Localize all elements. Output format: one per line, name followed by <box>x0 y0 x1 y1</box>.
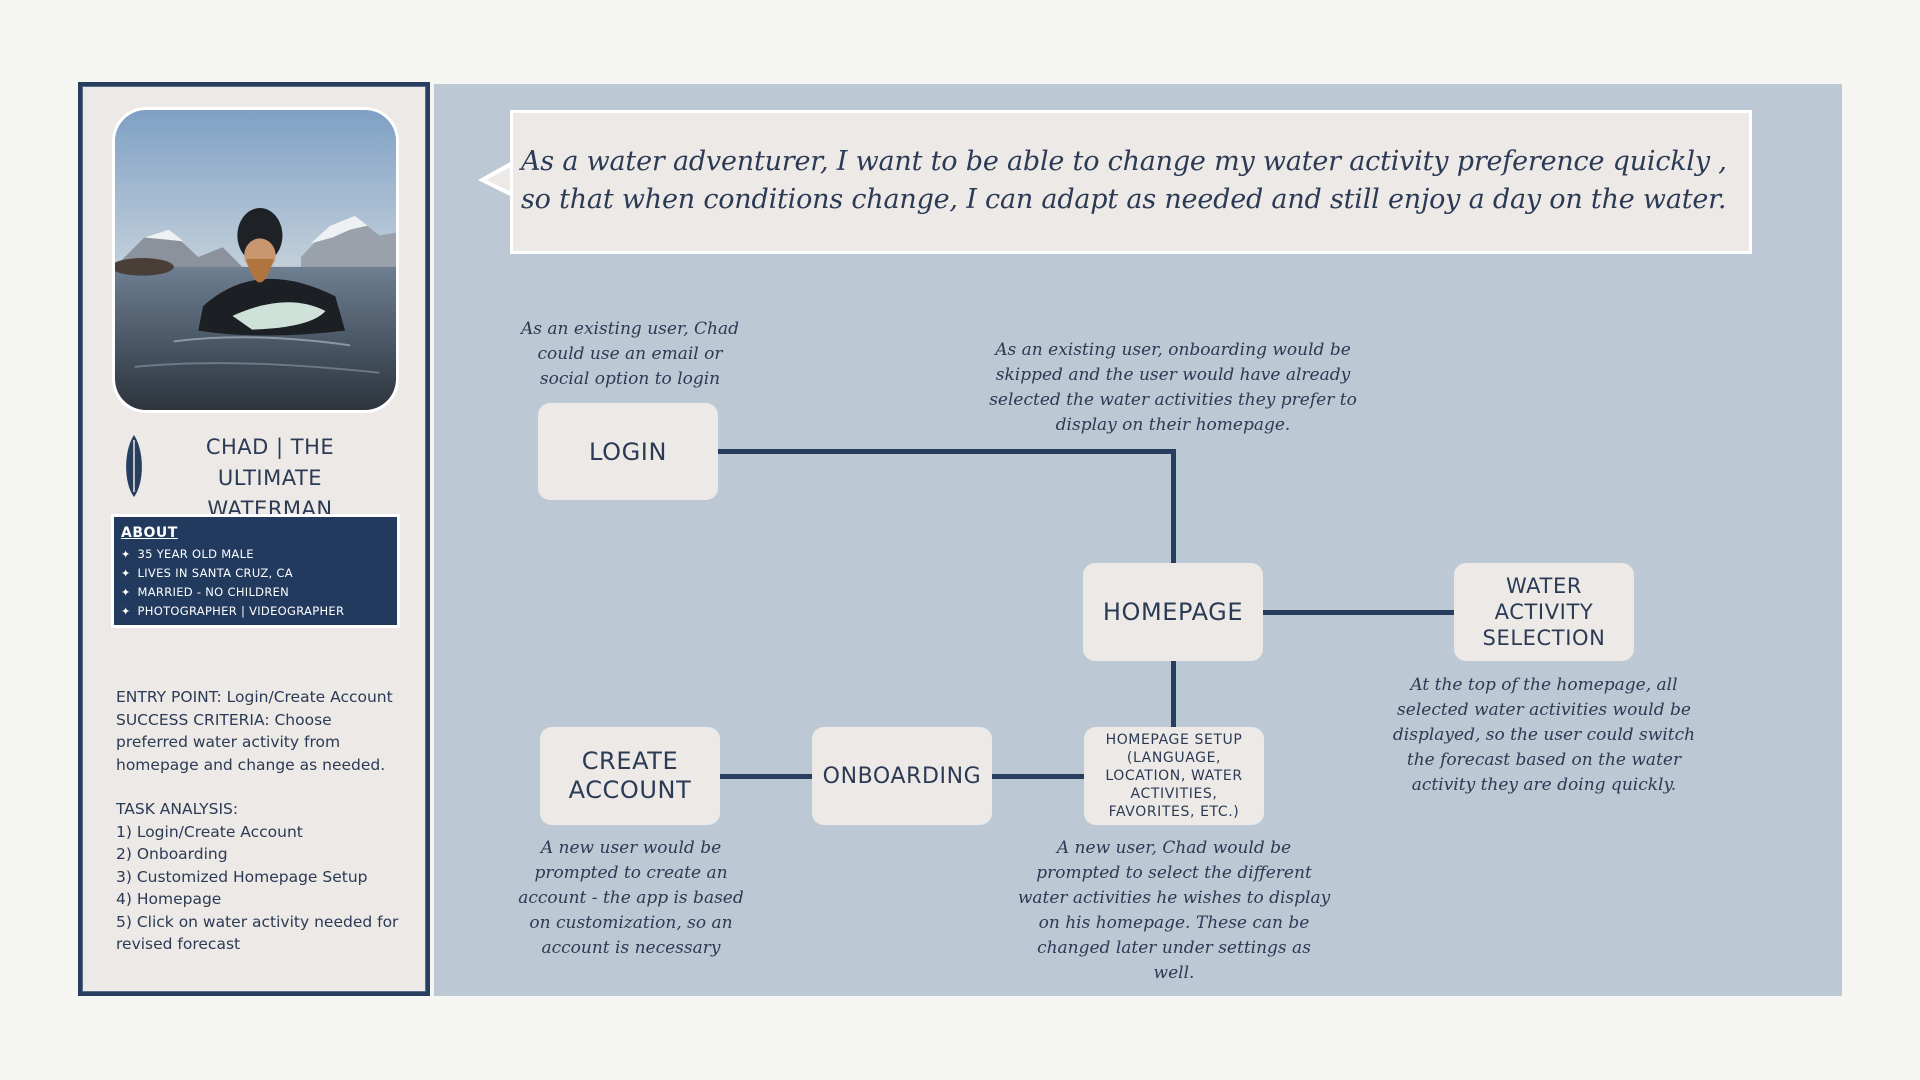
task-step: 3) Customized Homepage Setup <box>116 867 368 886</box>
connector-homepage-water-activity <box>1262 610 1456 615</box>
node-login-label: LOGIN <box>588 437 668 466</box>
connector-login-homepage-horizontal <box>718 449 1176 454</box>
annotation-login: As an existing user, Chad could use an e… <box>521 319 739 389</box>
about-item: PHOTOGRAPHER | VIDEOGRAPHER <box>121 602 391 621</box>
connector-homepage-setup <box>1171 661 1176 727</box>
task-analysis-heading: TASK ANALYSIS: <box>116 800 239 818</box>
node-water-activity-selection-label: WATER ACTIVITY SELECTION <box>1482 574 1606 650</box>
about-item: MARRIED - NO CHILDREN <box>121 583 391 602</box>
surfboard-icon <box>126 435 142 497</box>
annotation-existing-user: As an existing user, onboarding would be… <box>989 340 1357 435</box>
surfer-photo-image <box>115 110 396 410</box>
node-homepage-setup: HOMEPAGE SETUP (LANGUAGE, LOCATION, WATE… <box>1084 727 1264 825</box>
task-step: 5) Click on water activity needed for re… <box>116 912 399 954</box>
task-step: 1) Login/Create Account <box>116 822 303 841</box>
node-homepage-setup-label: HOMEPAGE SETUP (LANGUAGE, LOCATION, WATE… <box>1105 732 1243 820</box>
connector-login-homepage-vertical <box>1171 449 1176 563</box>
annotation-create-account: A new user would be prompted to create a… <box>518 838 744 958</box>
node-create-account-label: CREATE ACCOUNT <box>568 747 692 804</box>
user-story-text: As a water adventurer, I want to be able… <box>521 146 1727 215</box>
about-item: 35 YEAR OLD MALE <box>121 545 391 564</box>
persona-photo <box>112 107 399 413</box>
node-homepage: HOMEPAGE <box>1083 563 1263 661</box>
node-homepage-label: HOMEPAGE <box>1102 598 1244 626</box>
node-create-account: CREATE ACCOUNT <box>540 727 720 825</box>
about-heading: ABOUT <box>121 525 178 541</box>
annotation-homepage-setup: A new user, Chad would be prompted to se… <box>1017 838 1331 983</box>
node-water-activity-selection: WATER ACTIVITY SELECTION <box>1454 563 1634 661</box>
about-panel: ABOUT 35 YEAR OLD MALE LIVES IN SANTA CR… <box>111 514 400 628</box>
task-step: 2) Onboarding <box>116 845 228 863</box>
user-story-bubble: As a water adventurer, I want to be able… <box>510 110 1752 254</box>
node-onboarding-label: ONBOARDING <box>822 763 982 789</box>
speech-bubble-tail <box>478 160 514 198</box>
connector-onboarding-homepage-setup <box>992 774 1084 779</box>
task-step: 4) Homepage <box>116 890 222 908</box>
annotation-water-activity: At the top of the homepage, all selected… <box>1392 675 1696 795</box>
persona-name: CHAD | THE ULTIMATE WATERMAN <box>205 435 335 521</box>
persona-details: ENTRY POINT: Login/Create Account SUCCES… <box>116 686 406 956</box>
about-item: LIVES IN SANTA CRUZ, CA <box>121 564 391 583</box>
entry-point: ENTRY POINT: Login/Create Account <box>116 688 393 706</box>
node-onboarding: ONBOARDING <box>812 727 992 825</box>
success-criteria: SUCCESS CRITERIA: Choose preferred water… <box>116 710 386 774</box>
node-login: LOGIN <box>538 403 718 500</box>
connector-create-account-onboarding <box>720 774 812 779</box>
